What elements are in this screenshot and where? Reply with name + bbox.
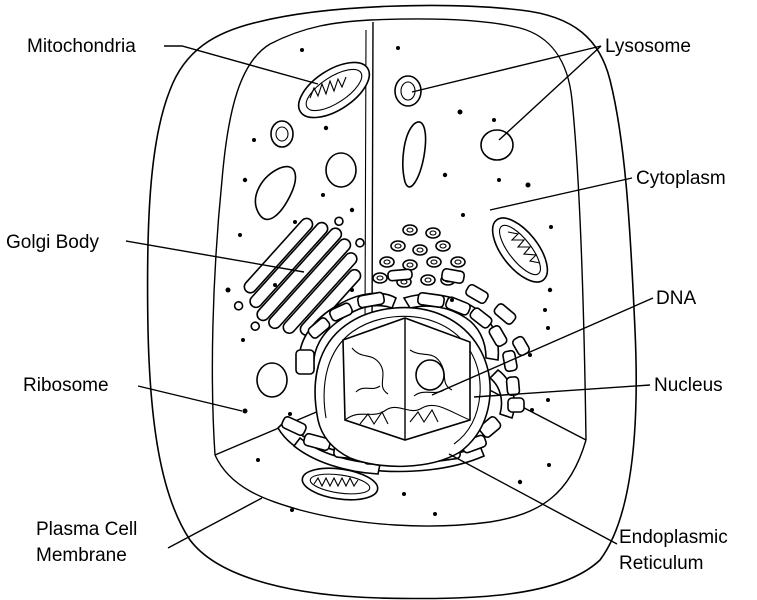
nucleolus — [416, 360, 444, 390]
label-endoplasmic: Endoplasmic — [619, 527, 728, 548]
label-membrane: Membrane — [36, 545, 127, 566]
label-dna: DNA — [656, 288, 696, 309]
label-mitochondria: Mitochondria — [27, 36, 136, 57]
nucleus — [315, 308, 490, 467]
label-lysosome: Lysosome — [605, 36, 691, 57]
label-golgi-body: Golgi Body — [6, 232, 99, 253]
label-plasma-cell: Plasma Cell — [36, 519, 137, 540]
vacuole-left-top — [326, 153, 356, 187]
label-nucleus: Nucleus — [654, 375, 723, 396]
label-reticulum: Reticulum — [619, 553, 703, 574]
vesicle-ring-left — [271, 121, 293, 147]
label-cytoplasm: Cytoplasm — [636, 168, 726, 189]
label-ribosome: Ribosome — [23, 375, 109, 396]
lysosome-vesicle-right — [481, 130, 513, 160]
vacuole-lower-left — [257, 363, 287, 397]
